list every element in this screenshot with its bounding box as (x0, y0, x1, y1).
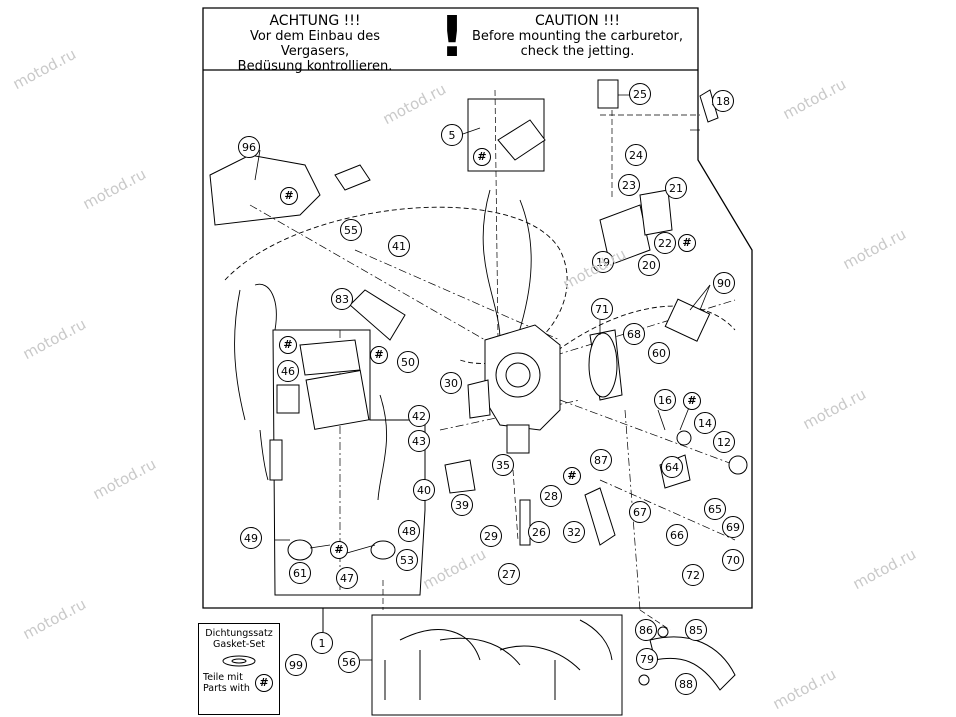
box-5 (467, 98, 545, 172)
callout-25: 25 (629, 83, 651, 105)
hash-marker: # (280, 187, 298, 205)
hash-marker: # (563, 467, 581, 485)
callout-19: 19 (592, 251, 614, 273)
callout-14: 14 (694, 412, 716, 434)
callout-48: 48 (398, 520, 420, 542)
callout-68: 68 (623, 323, 645, 345)
callout-69: 69 (722, 516, 744, 538)
legend-line3: Teile mit (203, 672, 243, 683)
hash-marker: # (255, 674, 273, 692)
callout-70: 70 (722, 549, 744, 571)
warning-german-line1: Vor dem Einbau des Vergasers, (249, 29, 381, 59)
callout-50: 50 (397, 351, 419, 373)
warning-english-title: CAUTION !!! (534, 13, 621, 29)
callout-90: 90 (713, 272, 735, 294)
callout-83: 83 (331, 288, 353, 310)
callout-29: 29 (480, 525, 502, 547)
callout-64: 64 (661, 456, 683, 478)
box-49 (272, 329, 426, 596)
carburetor-body (269, 89, 748, 700)
hash-marker: # (473, 148, 491, 166)
callout-41: 41 (388, 235, 410, 257)
callout-23: 23 (618, 174, 640, 196)
warning-english: CAUTION !!! Before mounting the carburet… (470, 13, 685, 60)
callout-47: 47 (336, 567, 358, 589)
warning-exclamation-icon: ! (439, 5, 465, 70)
callout-39: 39 (451, 494, 473, 516)
box-46 (276, 384, 300, 414)
warning-english-line2: check the jetting. (520, 44, 635, 59)
box-83 (349, 289, 406, 341)
callout-55: 55 (340, 219, 362, 241)
warning-english-line1: Before mounting the carburetor, (471, 29, 684, 44)
callout-88: 88 (675, 673, 697, 695)
legend-line4: Parts with (203, 683, 250, 694)
callout-40: 40 (413, 479, 435, 501)
callout-42: 42 (408, 405, 430, 427)
callout-67: 67 (629, 501, 651, 523)
callout-32: 32 (563, 521, 585, 543)
callout-24: 24 (625, 144, 647, 166)
callout-86: 86 (635, 619, 657, 641)
callout-46: 46 (277, 360, 299, 382)
legend-line1: Dichtungssatz (205, 628, 273, 639)
callout-60: 60 (648, 342, 670, 364)
warning-german-line2: Bedüsung kontrollieren. (237, 59, 393, 74)
callout-71: 71 (591, 298, 613, 320)
hash-marker: # (678, 234, 696, 252)
callout-22: 22 (654, 232, 676, 254)
callout-49: 49 (240, 527, 262, 549)
callout-18: 18 (712, 90, 734, 112)
callout-66: 66 (666, 524, 688, 546)
warning-german: ACHTUNG !!! Vor dem Einbau des Vergasers… (215, 13, 415, 75)
callout-20: 20 (638, 254, 660, 276)
callout-79: 79 (636, 648, 658, 670)
callout-30: 30 (440, 372, 462, 394)
callout-96: 96 (238, 136, 260, 158)
hash-marker: # (683, 392, 701, 410)
warning-german-title: ACHTUNG !!! (269, 13, 361, 29)
callout-43: 43 (408, 430, 430, 452)
callout-72: 72 (682, 564, 704, 586)
callout-35: 35 (492, 454, 514, 476)
callout-12: 12 (713, 431, 735, 453)
box-32 (584, 487, 616, 546)
legend-line2: Gasket-Set (213, 639, 265, 650)
callout-16: 16 (654, 389, 676, 411)
callout-99: 99 (285, 654, 307, 676)
box-96 (209, 154, 321, 226)
callout-65: 65 (704, 498, 726, 520)
gasket-icon (222, 655, 256, 667)
box-25 (597, 79, 619, 109)
callout-85: 85 (685, 619, 707, 641)
callout-61: 61 (289, 562, 311, 584)
hash-marker: # (279, 336, 297, 354)
callout-5: 5 (441, 124, 463, 146)
gasket-set-legend: Dichtungssatz Gasket-Set Teile mit Parts… (198, 623, 280, 715)
callout-1: 1 (311, 632, 333, 654)
hash-marker: # (370, 346, 388, 364)
box-56 (371, 614, 623, 716)
callout-27: 27 (498, 563, 520, 585)
callout-53: 53 (396, 549, 418, 571)
callout-28: 28 (540, 485, 562, 507)
hash-marker: # (330, 541, 348, 559)
callout-26: 26 (528, 521, 550, 543)
callout-87: 87 (590, 449, 612, 471)
callout-56: 56 (338, 651, 360, 673)
diagram-frame (202, 7, 753, 609)
callout-21: 21 (665, 177, 687, 199)
